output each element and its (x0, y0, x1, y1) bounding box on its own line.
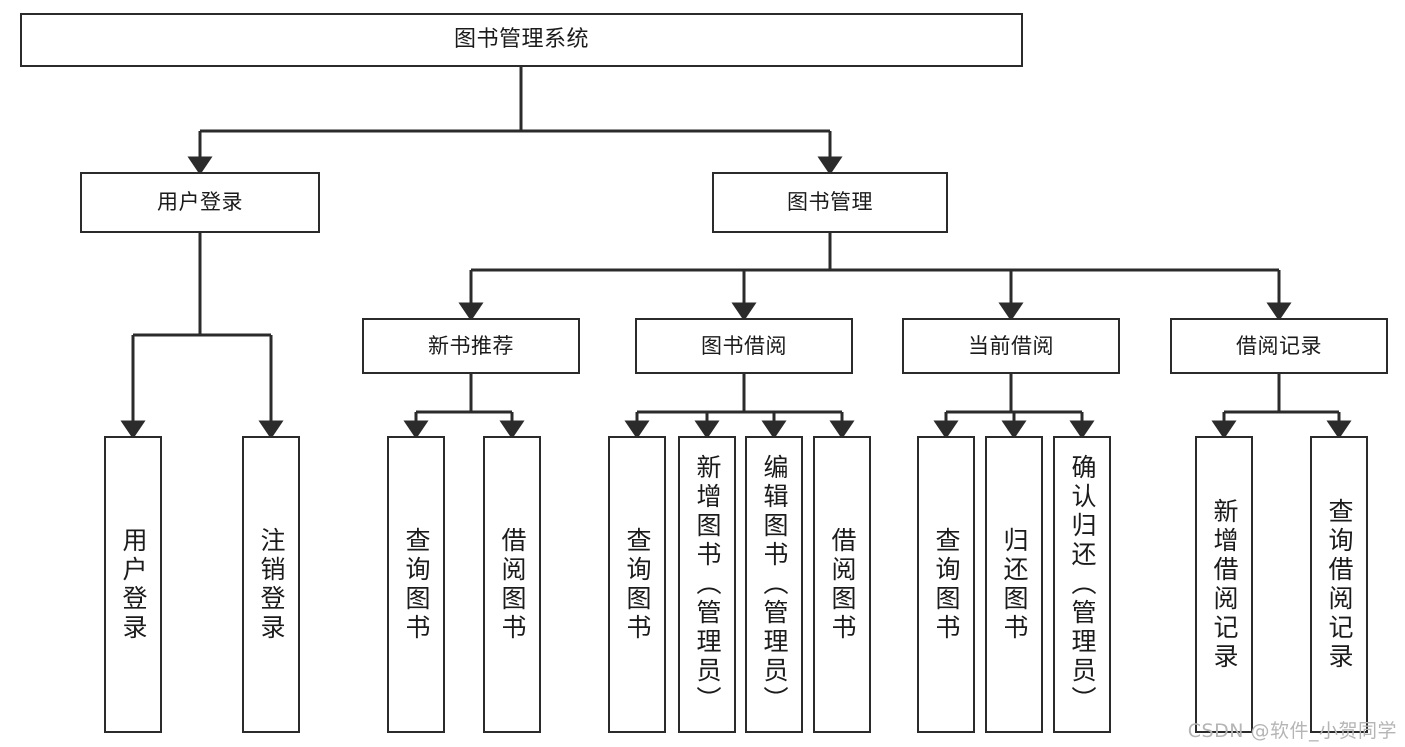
node-root-label: 图书管理系统 (453, 27, 589, 53)
leaf-add-book-admin-label: 新增图书（管理员） (693, 454, 722, 715)
leaf-user-login-label: 用户登录 (119, 526, 148, 643)
leaf-add-borrow-record[interactable]: 新增借阅记录 (1195, 436, 1253, 733)
leaf-borrow-book-label: 借阅图书 (828, 526, 857, 643)
leaf-edit-book-admin-label: 编辑图书（管理员） (760, 454, 789, 715)
watermark: CSDN @软件_小贺同学 (1187, 720, 1397, 742)
node-book-borrow-label: 图书借阅 (701, 333, 787, 358)
leaf-search-book-newbook[interactable]: 查询图书 (387, 436, 445, 733)
leaf-search-book-borrow-label: 查询图书 (623, 526, 652, 643)
node-root[interactable]: 图书管理系统 (20, 13, 1023, 67)
leaf-borrow-book[interactable]: 借阅图书 (813, 436, 871, 733)
leaf-edit-book-admin[interactable]: 编辑图书（管理员） (745, 436, 803, 733)
leaf-borrow-book-newbook[interactable]: 借阅图书 (483, 436, 541, 733)
node-current-borrow-label: 当前借阅 (968, 333, 1054, 358)
leaf-confirm-return-admin[interactable]: 确认归还（管理员） (1053, 436, 1111, 733)
node-book-management-label: 图书管理 (787, 190, 873, 215)
leaf-borrow-book-newbook-label: 借阅图书 (498, 526, 527, 643)
leaf-add-borrow-record-label: 新增借阅记录 (1210, 497, 1239, 672)
leaf-search-book-borrow[interactable]: 查询图书 (608, 436, 666, 733)
node-current-borrow[interactable]: 当前借阅 (902, 318, 1120, 374)
leaf-query-borrow-record-label: 查询借阅记录 (1325, 497, 1354, 672)
leaf-logout[interactable]: 注销登录 (242, 436, 300, 733)
leaf-add-book-admin[interactable]: 新增图书（管理员） (678, 436, 736, 733)
node-book-management[interactable]: 图书管理 (712, 172, 948, 233)
leaf-user-login[interactable]: 用户登录 (104, 436, 162, 733)
node-new-book-recommend[interactable]: 新书推荐 (362, 318, 580, 374)
node-user-login-label: 用户登录 (157, 190, 243, 215)
node-user-login[interactable]: 用户登录 (80, 172, 320, 233)
leaf-search-book-newbook-label: 查询图书 (402, 526, 431, 643)
node-book-borrow[interactable]: 图书借阅 (635, 318, 853, 374)
leaf-query-borrow-record[interactable]: 查询借阅记录 (1310, 436, 1368, 733)
node-borrow-records-label: 借阅记录 (1236, 333, 1322, 358)
leaf-return-book[interactable]: 归还图书 (985, 436, 1043, 733)
leaf-search-book-current[interactable]: 查询图书 (917, 436, 975, 733)
node-new-book-recommend-label: 新书推荐 (428, 333, 514, 358)
leaf-return-book-label: 归还图书 (1000, 526, 1029, 643)
leaf-search-book-current-label: 查询图书 (932, 526, 961, 643)
leaf-logout-label: 注销登录 (257, 526, 286, 643)
node-borrow-records[interactable]: 借阅记录 (1170, 318, 1388, 374)
leaf-confirm-return-admin-label: 确认归还（管理员） (1068, 454, 1097, 715)
